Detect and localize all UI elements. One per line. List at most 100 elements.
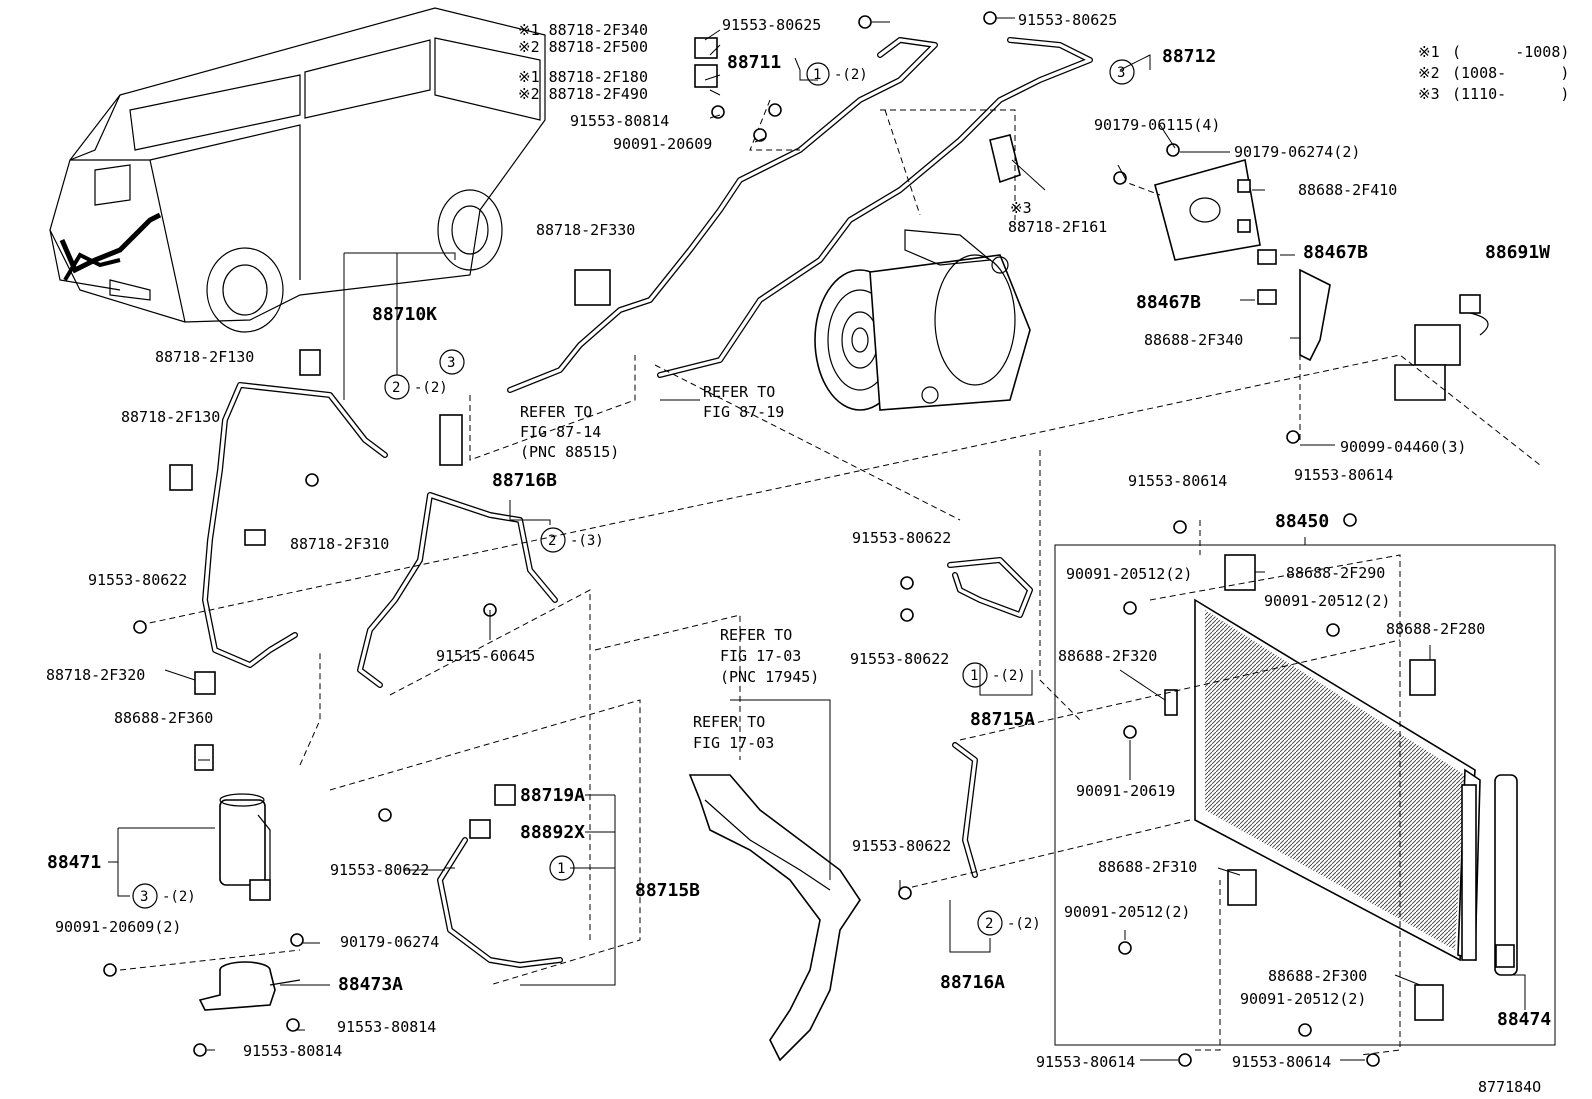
reference-dash-lines: [119, 99, 1541, 1056]
svg-text:90091-20619: 90091-20619: [1076, 782, 1175, 800]
callout-qty: -(2): [162, 889, 196, 905]
refer-note-fig-87-14: REFER TO FIG 87-14 (PNC 88515): [520, 403, 619, 461]
svg-text:88688-2F340: 88688-2F340: [1144, 331, 1243, 349]
svg-text:(PNC 17945): (PNC 17945): [720, 668, 819, 686]
svg-text:91553-80814: 91553-80814: [570, 112, 669, 130]
svg-text:REFER TO: REFER TO: [720, 626, 792, 644]
callout-number: 2: [985, 916, 993, 932]
svg-text:88688-2F280: 88688-2F280: [1386, 620, 1485, 638]
label-88715A: 88715A: [970, 709, 1035, 730]
svg-text:88718-2F320: 88718-2F320: [46, 666, 145, 684]
callout-number: 3: [447, 355, 455, 371]
legend-mark: ※3: [1418, 85, 1440, 103]
pipe-88710K: [202, 382, 388, 668]
callout-number: 2: [392, 380, 400, 396]
svg-text:91553-80625: 91553-80625: [722, 16, 821, 34]
svg-text:91553-80622: 91553-80622: [850, 650, 949, 668]
label-88716A: 88716A: [940, 972, 1005, 993]
bracket-radiator: [688, 774, 861, 1062]
svg-text:91553-80614: 91553-80614: [1128, 472, 1227, 490]
callout-88711: 1 -(2): [806, 62, 868, 86]
legend-mark: ※1: [1418, 43, 1440, 61]
svg-text:88718-2F330: 88718-2F330: [536, 221, 635, 239]
callout-qty: -(3): [570, 533, 604, 549]
legend-mark: ※2: [1418, 64, 1440, 82]
label-88467B: 88467B: [1136, 292, 1201, 313]
callout-number: 3: [140, 889, 148, 905]
svg-text:90179-06274(2): 90179-06274(2): [1234, 143, 1360, 161]
svg-text:88688-2F410: 88688-2F410: [1298, 181, 1397, 199]
refer-note-fig-87-19: REFER TO FIG 87-19: [703, 383, 784, 421]
svg-text:91553-80814: 91553-80814: [243, 1042, 342, 1060]
label-88691W: 88691W: [1485, 242, 1550, 263]
svg-text:※3: ※3: [1010, 199, 1032, 217]
label-88719A: 88719A: [520, 785, 585, 806]
svg-text:88688-2F360: 88688-2F360: [114, 709, 213, 727]
svg-text:90091-20512(2): 90091-20512(2): [1264, 592, 1390, 610]
svg-text:FIG 17-03: FIG 17-03: [693, 734, 774, 752]
callout-qty: -(2): [1007, 916, 1041, 932]
svg-text:90179-06274: 90179-06274: [340, 933, 439, 951]
pipe-88712: [657, 37, 1093, 378]
svg-text:91553-80625: 91553-80625: [1018, 11, 1117, 29]
callout-number: 3: [1117, 65, 1125, 81]
callout-88710K-2: 2 -(2): [384, 374, 448, 400]
callout-88716A: 2 -(2): [977, 910, 1041, 936]
svg-text:90091-20609: 90091-20609: [613, 135, 712, 153]
figure-code: 877184O: [1478, 1078, 1541, 1096]
svg-text:91553-80622: 91553-80622: [330, 861, 429, 879]
svg-text:88718-2F130: 88718-2F130: [121, 408, 220, 426]
brace-88718-2F161: [989, 134, 1021, 184]
svg-text:REFER TO: REFER TO: [520, 403, 592, 421]
callout-qty: -(2): [414, 380, 448, 396]
svg-text:91553-80622: 91553-80622: [852, 529, 951, 547]
svg-text:90091-20512(2): 90091-20512(2): [1064, 903, 1190, 921]
legend-range: (1110- ): [1452, 85, 1569, 103]
clip-88718-2F330: [574, 269, 611, 306]
label-88467B: 88467B: [1303, 242, 1368, 263]
refer-note-fig-17-03-pnc: REFER TO FIG 17-03 (PNC 17945): [720, 626, 819, 686]
callout-number: 1: [557, 861, 565, 877]
svg-text:88718-2F161: 88718-2F161: [1008, 218, 1107, 236]
svg-text:91553-80614: 91553-80614: [1294, 466, 1393, 484]
callout-88712: 3: [1109, 59, 1135, 85]
pressure-switch-88467B: [1257, 249, 1277, 305]
svg-text:REFER TO: REFER TO: [703, 383, 775, 401]
pipe-88716B: [357, 492, 558, 688]
compressor: [814, 229, 1031, 411]
callout-88710K-3: 3: [439, 349, 465, 375]
label-88715B: 88715B: [635, 880, 700, 901]
svg-text:※2 88718-2F490: ※2 88718-2F490: [518, 85, 648, 103]
van-illustration: [49, 7, 546, 333]
label-88892X: 88892X: [520, 822, 585, 843]
label-88712: 88712: [1162, 46, 1216, 67]
svg-text:REFER TO: REFER TO: [693, 713, 765, 731]
svg-text:91553-80614: 91553-80614: [1036, 1053, 1135, 1071]
svg-text:91553-80814: 91553-80814: [337, 1018, 436, 1036]
label-88471: 88471: [47, 852, 101, 873]
label-88474: 88474: [1497, 1009, 1551, 1030]
valve-88515: [439, 414, 463, 466]
callout-88716B: 2 -(3): [540, 527, 604, 553]
svg-text:※1 88718-2F340: ※1 88718-2F340: [518, 21, 648, 39]
legend-range: (1008- ): [1452, 64, 1569, 82]
svg-text:90091-20609(2): 90091-20609(2): [55, 918, 181, 936]
pipe-88711: [507, 37, 938, 393]
svg-text:FIG 87-19: FIG 87-19: [703, 403, 784, 421]
bracket-88688-2F340: [1299, 268, 1331, 362]
svg-text:90099-04460(3): 90099-04460(3): [1340, 438, 1466, 456]
bracket-88688-2F410: [1154, 158, 1261, 261]
relay-88691W: [1394, 294, 1489, 401]
svg-text:※2 88718-2F500: ※2 88718-2F500: [518, 38, 648, 56]
svg-text:FIG 87-14: FIG 87-14: [520, 423, 601, 441]
leader-lines: [108, 17, 1526, 1061]
svg-text:91553-80614: 91553-80614: [1232, 1053, 1331, 1071]
refer-note-fig-17-03: REFER TO FIG 17-03: [693, 713, 774, 752]
svg-text:90179-06115(4): 90179-06115(4): [1094, 116, 1220, 134]
fasteners: [103, 11, 1380, 1067]
legend-range: ( -1008): [1452, 43, 1569, 61]
svg-text:88688-2F290: 88688-2F290: [1286, 564, 1385, 582]
pipe-88715B: [437, 837, 563, 968]
svg-text:※1 88718-2F180: ※1 88718-2F180: [518, 68, 648, 86]
callout-qty: -(2): [992, 668, 1026, 684]
